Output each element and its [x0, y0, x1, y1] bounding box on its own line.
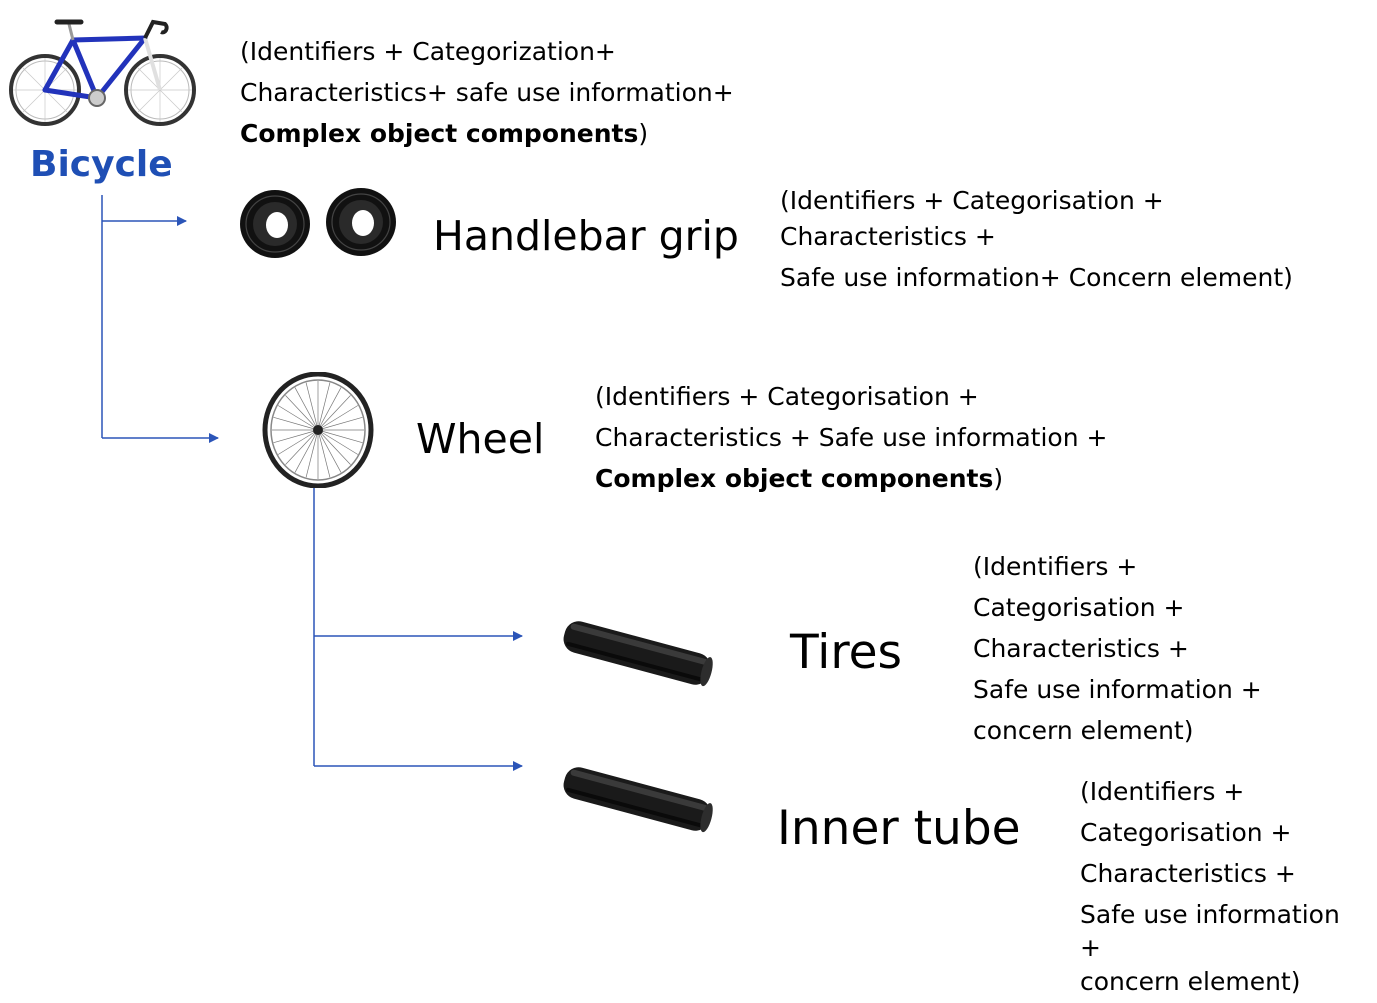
- tires-desc-line: Categorisation +: [973, 593, 1185, 622]
- wheel-label: Wheel: [416, 415, 545, 463]
- inner-tube-desc-line: (Identifiers +: [1080, 777, 1245, 806]
- tires-desc-line: (Identifiers +: [973, 552, 1138, 581]
- wheel-desc-bold: Complex object components: [595, 464, 994, 493]
- wheel-description: (Identifiers + Categorisation + Characte…: [595, 376, 1107, 499]
- handlebar-grip-description: (Identifiers + Categorisation + Characte…: [780, 183, 1293, 296]
- handlebar-desc-line: Characteristics +: [780, 222, 996, 251]
- handlebar-grip-icon: [240, 188, 396, 258]
- handlebar-desc-line: Safe use information+ Concern element): [780, 263, 1293, 292]
- tires-desc-line: concern element): [973, 716, 1194, 745]
- inner-tube-icon: [563, 767, 713, 833]
- inner-tube-desc-line: Characteristics +: [1080, 859, 1296, 888]
- inner-tube-description: (Identifiers + Categorisation + Characte…: [1080, 771, 1340, 1002]
- tires-description: (Identifiers + Categorisation + Characte…: [973, 546, 1262, 751]
- bicycle-desc-close: ): [638, 119, 649, 148]
- inner-tube-desc-line: concern element): [1080, 967, 1301, 996]
- bicycle-desc-line: Complex object components): [240, 113, 734, 154]
- bicycle-description: (Identifiers + Categorization+ Character…: [240, 31, 734, 154]
- bicycle-desc-bold: Complex object components: [240, 119, 639, 148]
- bicycle-desc-line: (Identifiers + Categorization+: [240, 37, 616, 66]
- wheel-desc-close: ): [993, 464, 1004, 493]
- inner-tube-desc-line: Safe use information: [1080, 900, 1340, 929]
- handlebar-desc-line: (Identifiers + Categorisation +: [780, 186, 1164, 215]
- inner-tube-desc-line: Categorisation +: [1080, 818, 1292, 847]
- bicycle-label: Bicycle: [30, 144, 173, 185]
- tires-desc-line: Characteristics +: [973, 634, 1189, 663]
- wheel-desc-line: Characteristics + Safe use information +: [595, 423, 1108, 452]
- inner-tube-label: Inner tube: [777, 801, 1021, 856]
- tire-icon: [563, 621, 713, 687]
- wheel-icon: [262, 372, 374, 488]
- wheel-desc-line: Complex object components): [595, 458, 1107, 499]
- tires-label: Tires: [790, 625, 903, 680]
- inner-tube-desc-line: +: [1080, 933, 1101, 962]
- wheel-desc-line: (Identifiers + Categorisation +: [595, 382, 979, 411]
- tires-desc-line: Safe use information +: [973, 675, 1262, 704]
- handlebar-grip-label: Handlebar grip: [433, 212, 739, 260]
- bicycle-desc-line: Characteristics+ safe use information+: [240, 78, 734, 107]
- bicycle-icon: [5, 10, 200, 130]
